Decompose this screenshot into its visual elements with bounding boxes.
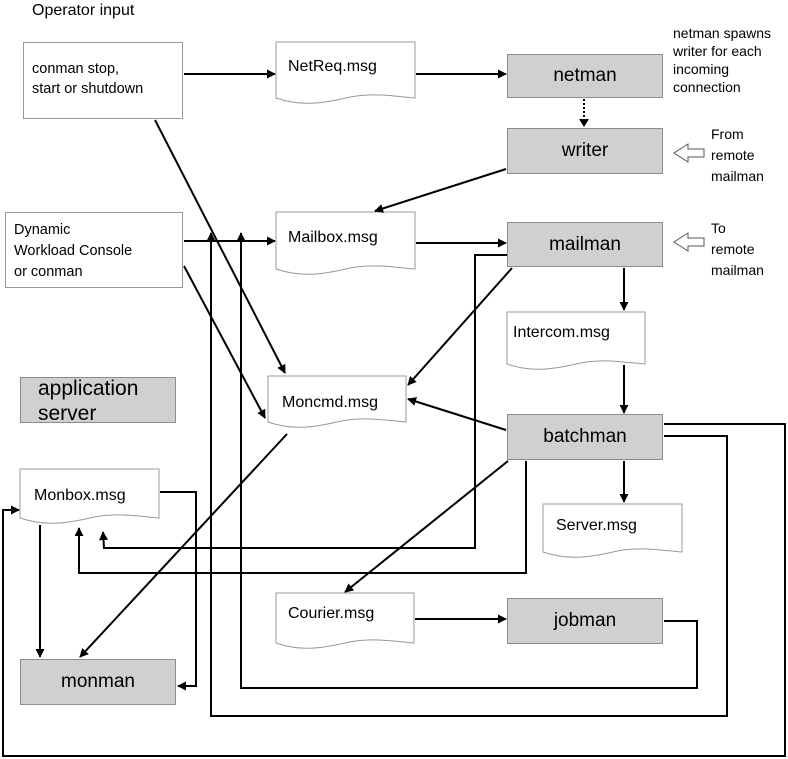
courier-doc-shape	[275, 592, 415, 649]
from-remote-hollow-arrow	[673, 143, 705, 163]
moncmd-doc-shape	[267, 375, 407, 428]
intercom-msg-label: Intercom.msg	[513, 324, 610, 341]
application-server-label: application server	[38, 377, 139, 425]
application-server-box: application server	[20, 377, 176, 425]
conman-input-label: conman stop, start or shutdown	[32, 61, 144, 97]
monman-label: monman	[61, 671, 135, 692]
to-remote-note: To remote mailman	[711, 220, 764, 278]
monbox-msg-label: Monbox.msg	[34, 487, 126, 504]
moncmd-msg-label: Moncmd.msg	[282, 394, 379, 411]
page-title: Operator input	[32, 2, 135, 19]
mailman-process: mailman	[507, 222, 663, 267]
server-doc-shape	[542, 503, 683, 558]
netreq-doc-shape	[275, 41, 416, 104]
dwc-input-box: Dynamic Workload Console or conman	[5, 212, 183, 288]
mailbox-doc-shape	[275, 211, 416, 275]
netman-label: netman	[553, 65, 617, 86]
mailbox-msg-label: Mailbox.msg	[288, 229, 378, 246]
mailman-label: mailman	[549, 233, 621, 255]
netman-process: netman	[507, 54, 663, 98]
netreq-msg-label: NetReq.msg	[288, 58, 377, 75]
dwc-input-label: Dynamic Workload Console or conman	[14, 222, 133, 280]
writer-label: writer	[561, 140, 609, 161]
writer-process: writer	[507, 128, 663, 174]
jobman-label: jobman	[553, 610, 617, 631]
netman-note: netman spawns writer for each incoming c…	[673, 25, 772, 95]
jobman-process: jobman	[507, 598, 663, 644]
batchman-process: batchman	[507, 414, 663, 460]
conman-input-box: conman stop, start or shutdown	[23, 42, 183, 119]
batchman-label: batchman	[543, 426, 627, 447]
monbox-doc-shape	[19, 468, 160, 524]
to-remote-hollow-arrow	[673, 232, 705, 252]
server-msg-label: Server.msg	[556, 517, 637, 534]
from-remote-note: From remote mailman	[711, 126, 764, 184]
monman-process: monman	[20, 659, 176, 705]
courier-msg-label: Courier.msg	[288, 605, 375, 622]
intercom-doc-shape	[506, 311, 646, 370]
